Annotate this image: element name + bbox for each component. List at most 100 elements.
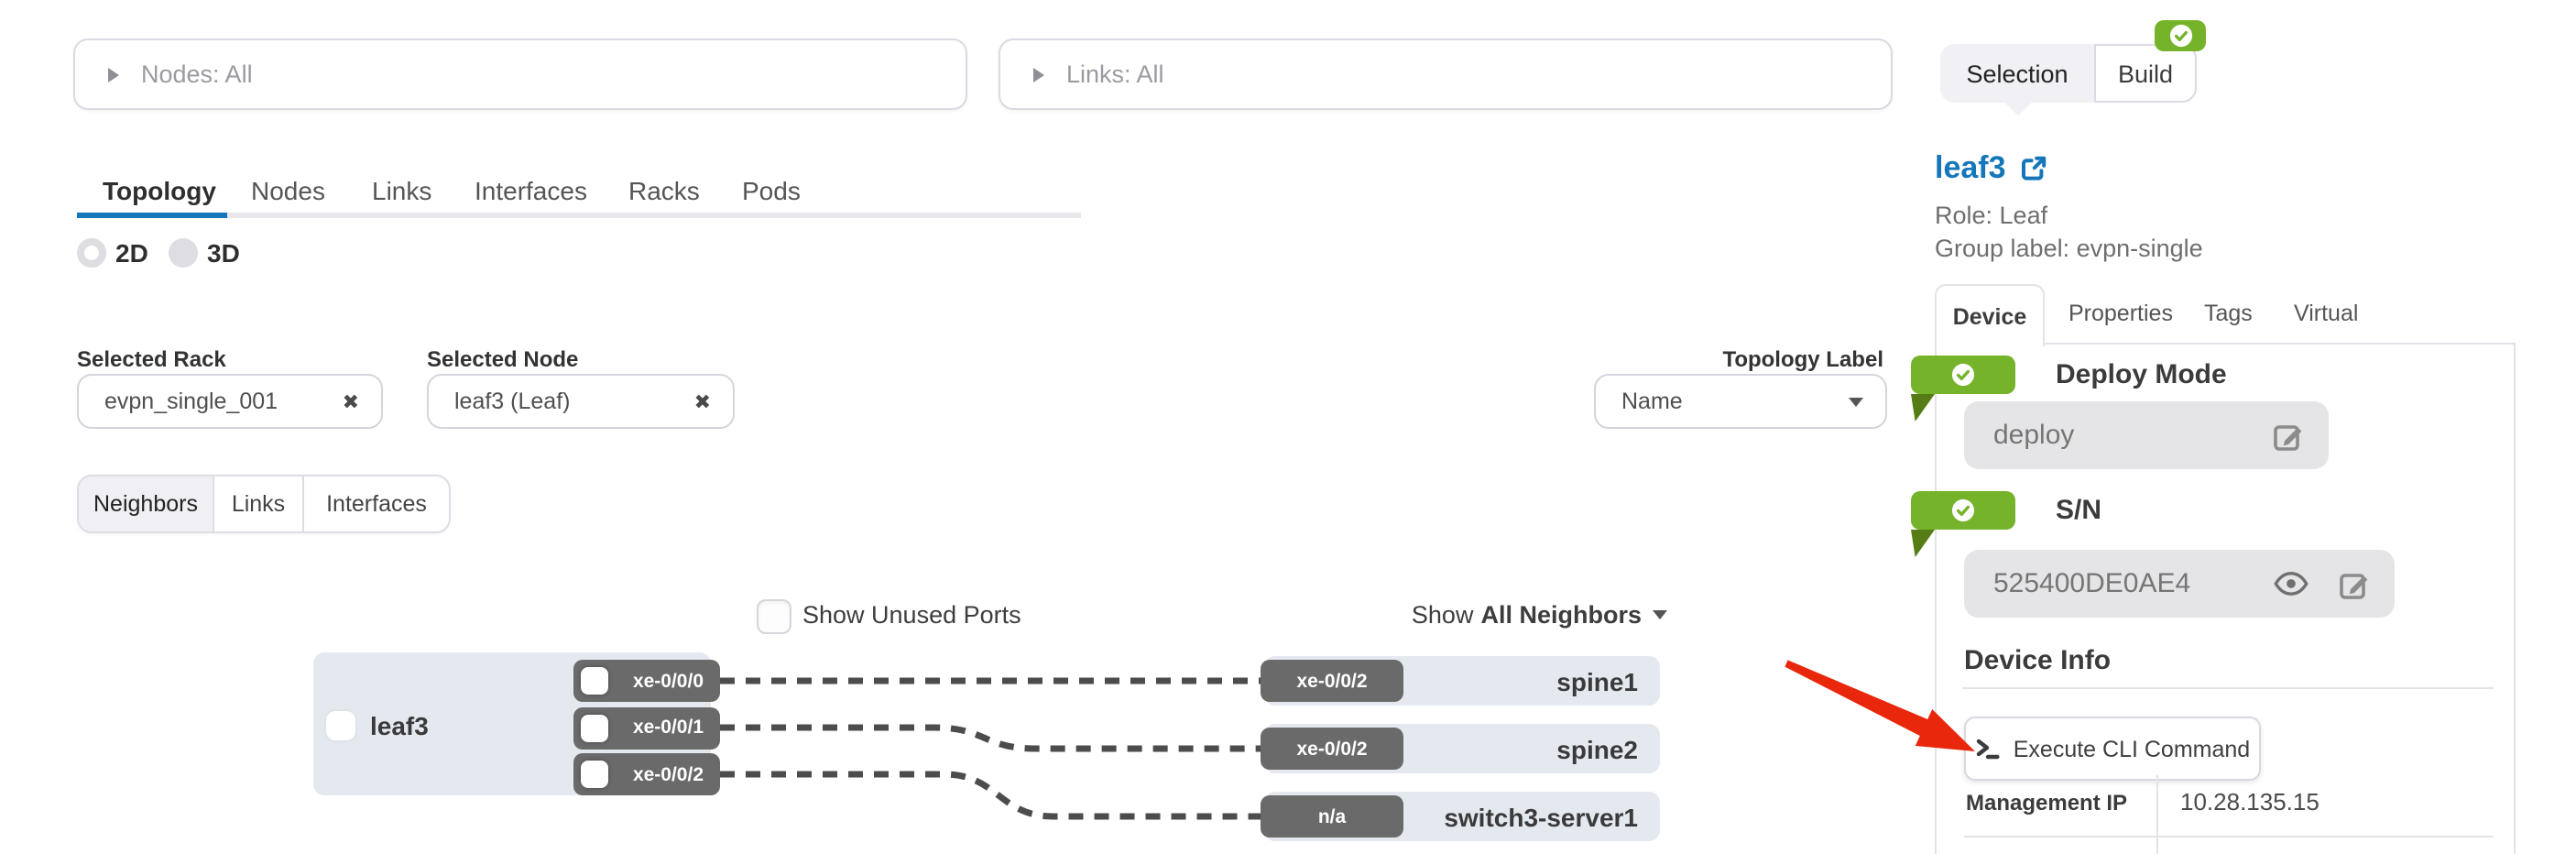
node-role: Role: Leaf xyxy=(1935,202,2048,229)
management-ip-value: 10.28.135.15 xyxy=(2180,788,2319,816)
divider xyxy=(1962,687,2494,689)
subtab-neighbors-label: Neighbors xyxy=(93,491,198,517)
edit-icon[interactable] xyxy=(2272,419,2305,452)
show-all-neighbors-dropdown[interactable]: Show All Neighbors xyxy=(1392,601,1667,629)
check-circle-icon xyxy=(2168,24,2192,48)
tab-properties[interactable]: Properties xyxy=(2068,301,2173,326)
check-circle-icon xyxy=(1951,498,1975,522)
port-checkbox[interactable] xyxy=(581,667,608,695)
show-prefix: Show xyxy=(1411,601,1474,629)
ribbon-fold xyxy=(1911,394,1935,422)
port-chip[interactable]: xe-0/0/2 xyxy=(1261,728,1403,770)
execute-cli-label: Execute CLI Command xyxy=(2013,736,2251,761)
links-filter-box[interactable]: Links: All xyxy=(999,38,1893,110)
port-label: n/a xyxy=(1317,805,1347,827)
selected-node-label: Selected Node xyxy=(427,346,579,372)
port-label: xe-0/0/0 xyxy=(632,670,704,692)
tab-racks[interactable]: Racks xyxy=(628,176,700,205)
topology-label-label: Topology Label xyxy=(1722,346,1883,372)
radio-2d-label[interactable]: 2D xyxy=(115,238,148,268)
port-label: xe-0/0/2 xyxy=(1296,738,1368,760)
chevron-down-icon xyxy=(1849,397,1863,406)
eye-icon[interactable] xyxy=(2274,572,2309,596)
terminal-icon xyxy=(1976,739,2000,760)
chevron-down-icon xyxy=(1653,610,1667,619)
selected-rack-label: Selected Rack xyxy=(77,346,226,372)
device-info-heading: Device Info xyxy=(1964,645,2112,676)
node-name: leaf3 xyxy=(370,711,429,740)
subtab-links-label: Links xyxy=(231,491,286,517)
deploy-mode-heading: Deploy Mode xyxy=(2056,359,2227,390)
radio-3d[interactable] xyxy=(169,238,198,268)
tab-links[interactable]: Links xyxy=(372,176,432,205)
port-chip[interactable]: xe-0/0/1 xyxy=(573,706,720,749)
show-unused-ports-label[interactable]: Show Unused Ports xyxy=(802,601,1021,629)
tab-build[interactable]: Build xyxy=(2094,44,2197,103)
topology-label-value: Name xyxy=(1621,389,1683,414)
sn-heading: S/N xyxy=(2056,495,2102,526)
port-chip[interactable]: n/a xyxy=(1261,795,1403,838)
port-checkbox[interactable] xyxy=(581,761,608,788)
tab-nodes[interactable]: Nodes xyxy=(251,176,325,205)
selected-rack-input[interactable]: evpn_single_001 ✖ xyxy=(77,374,383,429)
node-name: spine2 xyxy=(1556,735,1638,764)
sn-value: 525400DE0AE4 xyxy=(1993,568,2191,599)
node-name: spine1 xyxy=(1556,667,1638,696)
execute-cli-button[interactable]: Execute CLI Command xyxy=(1964,717,2261,781)
show-unused-ports-checkbox[interactable] xyxy=(757,599,791,634)
sn-status-ribbon xyxy=(1911,491,2015,530)
tab-topology[interactable]: Topology xyxy=(103,176,216,205)
port-chip[interactable]: xe-0/0/0 xyxy=(573,660,720,702)
deploy-mode-value: deploy xyxy=(1993,420,2075,451)
neighbors-filter-value: All Neighbors xyxy=(1480,601,1642,629)
links-filter-label: Links: All xyxy=(1066,60,1164,88)
selected-node-input[interactable]: leaf3 (Leaf) ✖ xyxy=(427,374,735,429)
topology-label-select[interactable]: Name xyxy=(1594,374,1887,429)
tab-selection-label: Selection xyxy=(1966,60,2068,87)
tab-interfaces[interactable]: Interfaces xyxy=(475,176,587,205)
sn-field: 525400DE0AE4 xyxy=(1964,550,2395,618)
subtab-neighbors[interactable]: Neighbors xyxy=(79,476,214,531)
tab-underline-active xyxy=(77,213,227,218)
link-line xyxy=(720,771,1261,820)
port-chip[interactable]: xe-0/0/2 xyxy=(573,753,720,795)
expand-caret-icon xyxy=(108,67,119,82)
port-label: xe-0/0/2 xyxy=(632,763,704,785)
clear-icon[interactable]: ✖ xyxy=(693,391,711,413)
subtab-links[interactable]: Links xyxy=(214,476,304,531)
external-link-icon[interactable] xyxy=(2019,154,2048,183)
divider xyxy=(1964,836,2494,838)
edit-icon[interactable] xyxy=(2338,567,2371,600)
tab-underline-track xyxy=(77,213,1081,218)
deploy-status-ribbon xyxy=(1911,356,2015,394)
node-group-label: Group label: evpn-single xyxy=(1935,235,2203,262)
deploy-mode-field: deploy xyxy=(1964,401,2329,469)
nodes-filter-box[interactable]: Nodes: All xyxy=(73,38,967,110)
clear-icon[interactable]: ✖ xyxy=(342,391,359,413)
tab-tags[interactable]: Tags xyxy=(2204,301,2253,326)
neighbor-subtabs: Neighbors Links Interfaces xyxy=(77,475,451,533)
build-status-badge xyxy=(2155,20,2206,51)
subtab-interfaces-label: Interfaces xyxy=(326,491,427,517)
node-checkbox[interactable] xyxy=(326,711,355,740)
port-label: xe-0/0/1 xyxy=(632,717,704,739)
radio-3d-label[interactable]: 3D xyxy=(207,238,240,268)
port-chip[interactable]: xe-0/0/2 xyxy=(1261,660,1403,702)
subtab-interfaces[interactable]: Interfaces xyxy=(304,476,449,531)
tab-pods[interactable]: Pods xyxy=(742,176,801,205)
node-title-row: leaf3 xyxy=(1935,150,2048,187)
link-line xyxy=(720,724,1261,752)
ribbon-fold xyxy=(1911,530,1935,557)
port-checkbox[interactable] xyxy=(581,714,608,741)
node-name: switch3-server1 xyxy=(1444,803,1638,832)
tab-virtual[interactable]: Virtual xyxy=(2294,301,2359,326)
radio-2d[interactable] xyxy=(77,238,106,268)
divider xyxy=(2156,775,2158,854)
tab-build-label: Build xyxy=(2117,60,2174,87)
tab-device[interactable]: Device xyxy=(1935,284,2045,346)
expand-caret-icon xyxy=(1033,67,1044,82)
node-title-link[interactable]: leaf3 xyxy=(1935,150,2006,185)
check-circle-icon xyxy=(1951,363,1975,387)
